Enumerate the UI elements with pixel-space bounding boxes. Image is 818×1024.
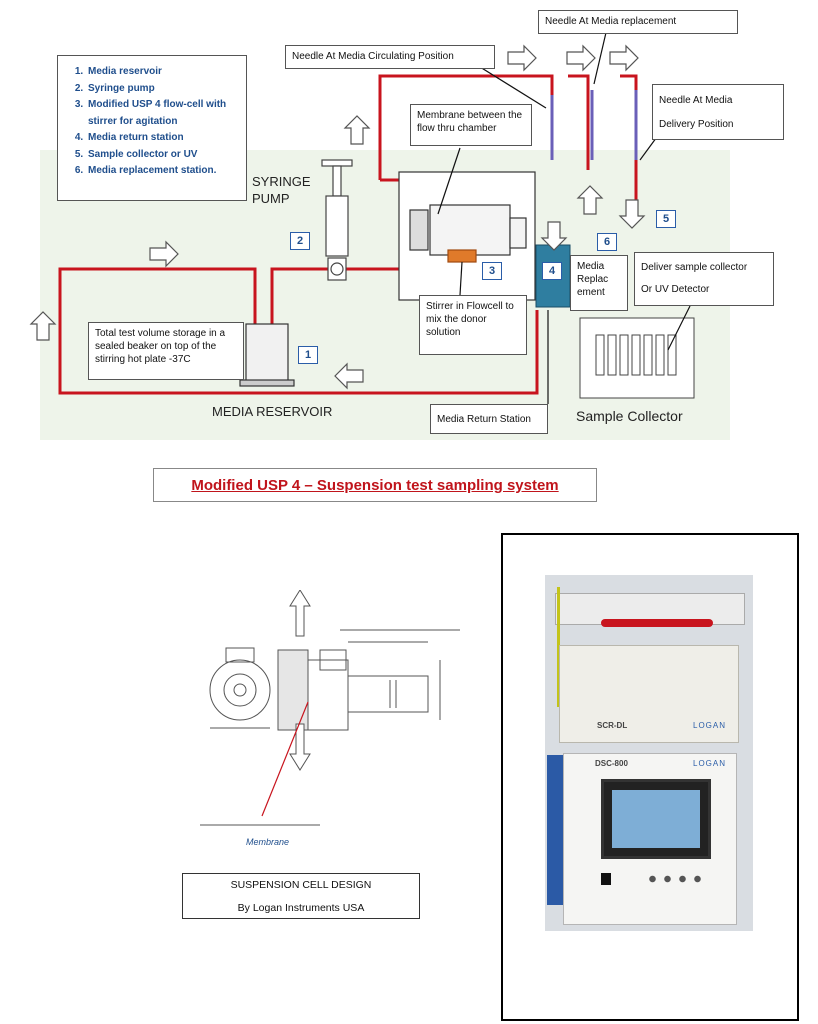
collector-brand: LOGAN	[693, 721, 727, 730]
base-brand: LOGAN	[693, 759, 727, 768]
figure-caption: Modified USP 4 – Suspension test samplin…	[153, 468, 597, 502]
instrument-photo: SCR-DL LOGAN DSC-800 LOGAN	[545, 575, 753, 931]
instrument-photo-frame: SCR-DL LOGAN DSC-800 LOGAN	[501, 533, 799, 1021]
sample-collector-label: Sample Collector	[576, 408, 683, 424]
touchscreen-display	[612, 790, 700, 848]
collector-label: SCR-DL	[597, 721, 628, 730]
callout-text: Media Return Station	[437, 414, 531, 425]
callout-text: Media Replac ement	[577, 261, 609, 298]
legend-list: Media reservoir Syringe pump Modified US…	[64, 64, 240, 180]
sample-collector-icon	[579, 317, 695, 399]
power-switch	[601, 873, 611, 885]
syringe-pump-label: SYRINGE PUMP	[252, 173, 311, 207]
credit-subtitle: By Logan Instruments USA	[237, 902, 365, 914]
legend-item: Modified USP 4 flow-cell with stirrer fo…	[86, 97, 240, 130]
callout-text: Total test volume storage in a sealed be…	[95, 328, 226, 365]
callout-deliver-sample: Deliver sample collector Or UV Detector	[634, 252, 774, 306]
callout-total-volume: Total test volume storage in a sealed be…	[88, 322, 244, 380]
collector-unit	[559, 645, 739, 743]
schematic-diagram: Media reservoir Syringe pump Modified US…	[0, 0, 818, 450]
legend-item: Syringe pump	[86, 81, 240, 98]
callout-text: Stirrer in Flowcell to mix the donor sol…	[426, 301, 514, 338]
needle-rail	[601, 619, 713, 627]
number-tag-5: 5	[656, 210, 676, 228]
flow-arrows	[29, 44, 646, 390]
callout-stirrer: Stirrer in Flowcell to mix the donor sol…	[419, 295, 527, 355]
base-label: DSC-800	[595, 759, 628, 768]
needles	[550, 90, 638, 160]
flow-cell-icon	[398, 171, 536, 301]
legend-item: Media reservoir	[86, 64, 240, 81]
blue-side-panel	[547, 755, 563, 905]
cell-design-drawing	[200, 590, 460, 826]
callout-text: Needle At Media replacement	[545, 16, 677, 27]
callout-needle-delivery: Needle At Media Delivery Position	[652, 84, 784, 140]
callout-media-return: Media Return Station	[430, 404, 548, 434]
callout-membrane-between: Membrane between the flow thru chamber	[410, 104, 532, 146]
media-reservoir-label: MEDIA RESERVOIR	[212, 404, 333, 419]
callout-needle-replacement: Needle At Media replacement	[538, 10, 738, 34]
number-tag-1: 1	[298, 346, 318, 364]
callout-media-replacement: Media Replac ement	[570, 255, 628, 311]
number-tag-2: 2	[290, 232, 310, 250]
number-tag-6: 6	[597, 233, 617, 251]
callout-text: Or UV Detector	[641, 284, 710, 295]
membrane-label: Membrane	[246, 837, 290, 847]
cell-design-credit: SUSPENSION CELL DESIGN By Logan Instrume…	[182, 873, 420, 919]
legend-item: Sample collector or UV	[86, 147, 240, 164]
yellow-tubing	[545, 587, 560, 707]
callout-text: Membrane between the flow thru chamber	[417, 110, 523, 134]
callout-text: Delivery Position	[659, 119, 734, 130]
credit-title: SUSPENSION CELL DESIGN	[230, 879, 372, 891]
control-buttons	[645, 875, 705, 883]
touchscreen	[601, 779, 711, 859]
legend-box: Media reservoir Syringe pump Modified US…	[57, 55, 247, 201]
legend-item: Media replacement station.	[86, 163, 240, 180]
number-tag-4: 4	[542, 262, 562, 280]
label-line: SYRINGE	[252, 174, 311, 189]
syringe-pump-icon	[321, 159, 353, 281]
beaker-icon	[239, 323, 295, 387]
callout-text: Needle At Media Circulating Position	[292, 51, 454, 62]
callout-needle-circulating: Needle At Media Circulating Position	[285, 45, 495, 69]
callout-text: Deliver sample collector	[641, 262, 748, 273]
legend-item: Media return station	[86, 130, 240, 147]
number-tag-3: 3	[482, 262, 502, 280]
label-line: PUMP	[252, 191, 290, 206]
callout-text: Needle At Media	[659, 95, 733, 106]
